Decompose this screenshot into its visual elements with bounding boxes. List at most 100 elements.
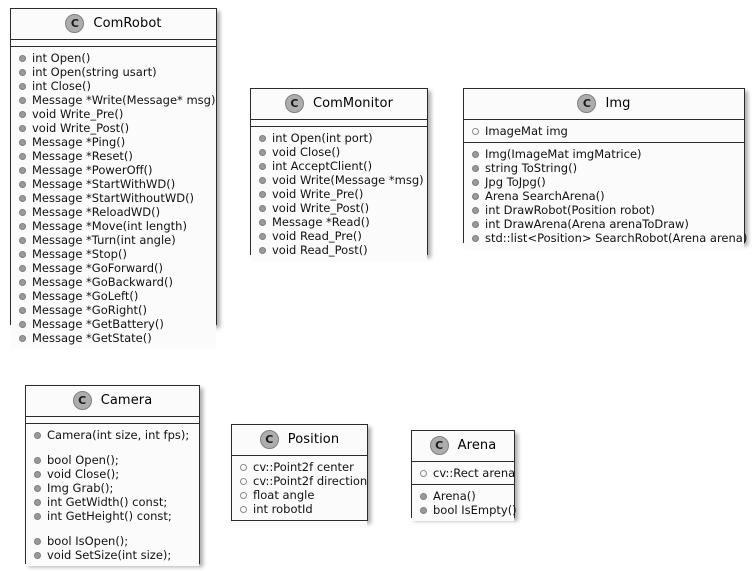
method-visibility-icon: [34, 471, 41, 478]
method-row: Message *StartWithoutWD(): [17, 191, 210, 205]
method-visibility-icon: [19, 307, 26, 314]
method-visibility-icon: [472, 235, 479, 242]
method-row: int AcceptClient(): [257, 159, 421, 173]
method-label: void Write_Pre(): [272, 187, 364, 201]
attribute-visibility-icon: [420, 470, 427, 477]
method-label: Message *Reset(): [32, 149, 133, 163]
methods-compartment-commonitor: int Open(int port)void Close()int Accept…: [251, 127, 427, 261]
method-visibility-icon: [259, 233, 266, 240]
attribute-label: int robotId: [253, 502, 313, 516]
method-label: void SetSize(int size);: [47, 548, 172, 562]
method-row: void Read_Post(): [257, 243, 421, 257]
method-visibility-icon: [420, 507, 427, 514]
method-label: Message *ReloadWD(): [32, 205, 161, 219]
method-label: int GetWidth() const;: [47, 495, 168, 509]
method-row: Message *Ping(): [17, 135, 210, 149]
method-row: int Open(): [17, 51, 210, 65]
method-row: Message *Write(Message* msg): [17, 93, 215, 107]
class-name-label: Arena: [457, 438, 497, 453]
method-label: Message *GoBackward(): [32, 275, 173, 289]
method-label: Camera(int size, int fps);: [47, 428, 190, 442]
method-row: int Close(): [17, 79, 210, 93]
attributes-compartment-comrobot: [11, 40, 216, 47]
method-row: Message *Read(): [257, 215, 421, 229]
method-row: int DrawRobot(Position robot): [470, 203, 738, 217]
method-label: int DrawRobot(Position robot): [485, 203, 655, 217]
attribute-row: int robotId: [238, 502, 361, 516]
method-label: bool Open();: [47, 453, 119, 467]
class-stereotype-icon: C: [259, 430, 279, 449]
method-label: bool IsOpen();: [47, 534, 129, 548]
method-label: int Close(): [32, 79, 91, 93]
method-label: int Open(int port): [272, 131, 373, 145]
class-stereotype-icon: C: [429, 436, 449, 455]
method-label: Message *StartWithoutWD(): [32, 191, 195, 205]
method-label: Img(ImageMat imgMatrice): [485, 147, 642, 161]
attribute-row: ImageMat img: [470, 124, 738, 138]
method-row: std::list<Position> SearchRobot(Arena ar…: [470, 231, 747, 245]
method-label: Arena(): [433, 489, 476, 503]
attribute-visibility-icon: [240, 492, 247, 499]
method-visibility-icon: [259, 149, 266, 156]
method-label: bool IsEmpty(): [433, 503, 517, 517]
method-visibility-icon: [19, 321, 26, 328]
attributes-compartment-commonitor: [251, 120, 427, 127]
method-visibility-icon: [472, 151, 479, 158]
method-label: void Read_Post(): [272, 243, 368, 257]
attribute-label: ImageMat img: [485, 124, 568, 138]
method-row: Message *GetBattery(): [17, 317, 210, 331]
method-label: int AcceptClient(): [272, 159, 373, 173]
method-group-separator: [32, 442, 193, 453]
method-visibility-icon: [19, 111, 26, 118]
method-label: void Close();: [47, 467, 120, 481]
method-row: Message *PowerOff(): [17, 163, 210, 177]
method-visibility-icon: [19, 209, 26, 216]
method-label: std::list<Position> SearchRobot(Arena ar…: [485, 231, 748, 245]
method-row: Jpg ToJpg(): [470, 175, 738, 189]
method-group-separator: [32, 523, 193, 534]
method-visibility-icon: [19, 265, 26, 272]
method-label: int GetHeight() const;: [47, 509, 172, 523]
method-label: Jpg ToJpg(): [485, 175, 546, 189]
method-row: Message *GoRight(): [17, 303, 210, 317]
method-row: void Read_Pre(): [257, 229, 421, 243]
method-row: Img Grab();: [32, 481, 193, 495]
method-label: string ToString(): [485, 161, 578, 175]
method-label: Message *Turn(int angle): [32, 233, 176, 247]
method-visibility-icon: [259, 177, 266, 184]
method-label: void Read_Pre(): [272, 229, 362, 243]
method-visibility-icon: [34, 432, 41, 439]
method-row: void Write_Pre(): [17, 107, 210, 121]
method-visibility-icon: [259, 191, 266, 198]
method-row: Message *ReloadWD(): [17, 205, 210, 219]
methods-compartment-position: [232, 521, 367, 528]
method-visibility-icon: [19, 251, 26, 258]
method-visibility-icon: [19, 139, 26, 146]
method-visibility-icon: [19, 55, 26, 62]
method-visibility-icon: [19, 167, 26, 174]
method-visibility-icon: [19, 181, 26, 188]
method-visibility-icon: [34, 457, 41, 464]
method-row: Message *Turn(int angle): [17, 233, 210, 247]
method-visibility-icon: [34, 513, 41, 520]
method-row: Message *StartWithWD(): [17, 177, 210, 191]
method-label: int Open(): [32, 51, 91, 65]
attribute-row: float angle: [238, 488, 361, 502]
method-row: bool Open();: [32, 453, 193, 467]
method-visibility-icon: [259, 163, 266, 170]
method-label: Img Grab();: [47, 481, 114, 495]
method-row: void Write_Post(): [17, 121, 210, 135]
method-label: Message *GoRight(): [32, 303, 148, 317]
attribute-visibility-icon: [472, 128, 479, 135]
method-label: Message *GetState(): [32, 331, 152, 345]
method-row: Camera(int size, int fps);: [32, 428, 193, 442]
